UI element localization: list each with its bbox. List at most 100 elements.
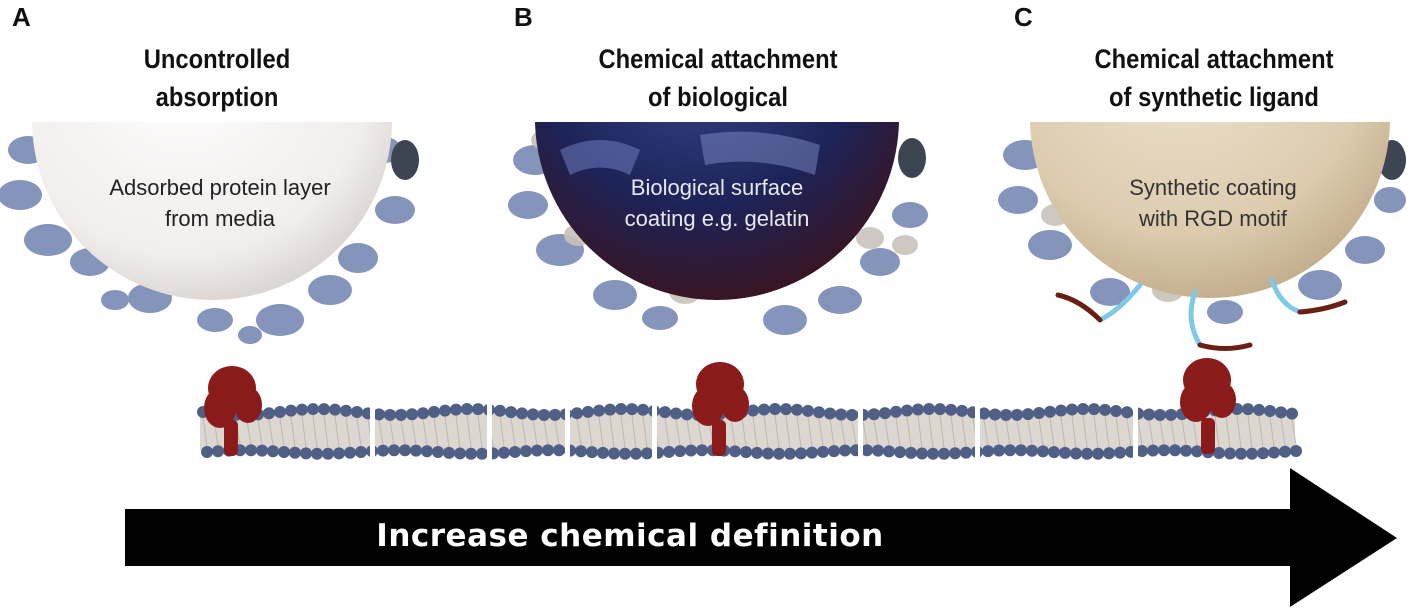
lipid-tail xyxy=(268,419,274,446)
lipid-tail xyxy=(279,417,285,447)
lipid-head xyxy=(340,404,352,417)
lipid-tail xyxy=(906,416,912,447)
lipid-head xyxy=(289,446,301,459)
lipid-head xyxy=(916,447,928,460)
lipid-tail xyxy=(290,416,296,447)
lipid-tail xyxy=(1038,418,1044,446)
lipid-head xyxy=(978,407,990,420)
sphere-label-b-line2: coating e.g. gelatin xyxy=(624,206,810,231)
lipid-head xyxy=(630,447,642,460)
lipid-head xyxy=(1110,404,1122,417)
lipid-tail xyxy=(587,417,593,447)
lipid-head xyxy=(784,447,796,460)
lipid-head xyxy=(1070,447,1082,460)
lipid-tail xyxy=(477,415,483,448)
lipid-tail xyxy=(939,415,945,448)
lipid-head xyxy=(802,404,814,417)
lipid-tail xyxy=(312,415,318,448)
lipid-tail xyxy=(532,420,538,445)
lipid-head xyxy=(927,447,939,460)
lipid-tail xyxy=(1137,419,1143,446)
panel-title-a-line1: Uncontrolled xyxy=(143,44,291,74)
lipid-head xyxy=(406,408,418,421)
lipid-head xyxy=(769,403,781,416)
lipid-head xyxy=(1088,403,1100,416)
panel-title-b-line1: Chemical attachment xyxy=(598,44,838,74)
lipid-head xyxy=(923,403,935,416)
lipid-head xyxy=(868,408,880,421)
lipid-tail xyxy=(884,419,890,446)
lipid-head xyxy=(1246,447,1258,460)
lipid-tail xyxy=(521,419,527,446)
lipid-tail xyxy=(675,419,681,446)
lipid-tail xyxy=(202,417,208,447)
lipid-head xyxy=(256,444,268,457)
lipid-tail xyxy=(323,415,329,448)
lipid-head xyxy=(1213,446,1225,459)
lipid-tail xyxy=(466,414,472,448)
lipid-head xyxy=(351,406,363,419)
lipid-tails xyxy=(202,414,1297,448)
lipid-head xyxy=(1022,408,1034,421)
lipid-head xyxy=(901,404,913,417)
lipid-head xyxy=(817,445,829,458)
lipid-head xyxy=(384,408,396,421)
lipid-head xyxy=(828,445,840,458)
lipid-tail xyxy=(345,416,351,447)
sphere-label-b-line1: Biological surface xyxy=(630,175,804,200)
lipid-head xyxy=(329,403,341,416)
lipid-tail xyxy=(543,420,549,445)
lipid-head xyxy=(472,403,484,416)
lipid-head xyxy=(1279,445,1291,458)
receptor-b xyxy=(692,362,749,456)
lipid-tail xyxy=(917,415,923,448)
lipid-head xyxy=(1257,447,1269,460)
lipid-tail xyxy=(1236,414,1242,448)
lipid-head xyxy=(626,403,638,416)
lipid-head xyxy=(1154,408,1166,421)
lipid-head xyxy=(696,444,708,457)
lipid-head xyxy=(1253,403,1265,416)
lipid-head xyxy=(428,405,440,418)
lipid-tail xyxy=(1082,414,1088,448)
lipid-tail xyxy=(840,420,846,445)
lipid-tail xyxy=(356,417,362,447)
lipid-tail xyxy=(1214,416,1220,448)
lipid-head xyxy=(318,403,330,416)
lipid-head xyxy=(751,446,763,459)
lipid-tail xyxy=(763,415,769,448)
lipid-tail xyxy=(411,420,417,445)
lipid-head xyxy=(1136,445,1148,458)
lipid-head xyxy=(377,444,389,457)
lipid-tail xyxy=(1159,420,1165,445)
lipid-head xyxy=(465,447,477,460)
lipid-head xyxy=(681,408,693,421)
lipid-head xyxy=(604,403,616,416)
lipid-head xyxy=(1264,405,1276,418)
lipid-tail xyxy=(1247,415,1253,448)
lipid-head xyxy=(872,444,884,457)
panel-title-c: Chemical attachment of synthetic ligand xyxy=(1073,40,1355,116)
lipid-head xyxy=(1081,447,1093,460)
lipid-head xyxy=(267,445,279,458)
lipid-head xyxy=(1191,445,1203,458)
lipid-head xyxy=(1158,444,1170,457)
lipid-head xyxy=(1033,407,1045,420)
lipid-head xyxy=(949,447,961,460)
lipid-head xyxy=(659,406,671,419)
lipid-tail xyxy=(807,416,813,447)
lipid-head xyxy=(1066,403,1078,416)
panel-title-a: Uncontrolled absorption xyxy=(76,40,358,116)
sphere-label-a-line1: Adsorbed protein layer xyxy=(109,175,331,200)
lipid-tail xyxy=(994,420,1000,445)
lipid-tail xyxy=(400,420,406,445)
lipid-head xyxy=(1011,408,1023,421)
lipid-head xyxy=(1077,403,1089,416)
receptor-a xyxy=(204,366,262,456)
membrane-gap xyxy=(487,402,492,464)
lipid-head xyxy=(461,403,473,416)
panel-title-b-line2: of biological xyxy=(648,82,788,112)
lipid-head xyxy=(1242,403,1254,416)
lipid-head xyxy=(762,447,774,460)
